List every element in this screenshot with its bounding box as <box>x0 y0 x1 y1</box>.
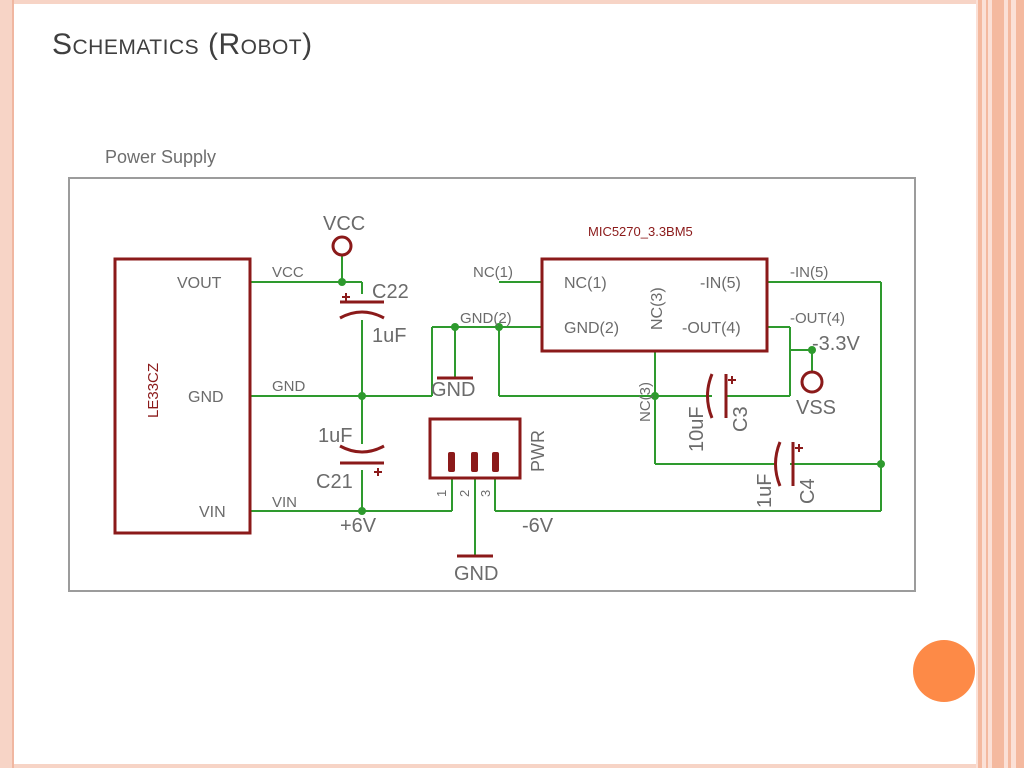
decorative-stripes <box>976 0 1024 768</box>
ldo-pin-gnd2: GND(2) <box>564 320 619 337</box>
connector-body <box>428 417 522 480</box>
connector-pin3: 3 <box>478 490 493 497</box>
schematic-title: Power Supply <box>105 147 217 167</box>
net-label-nc1: NC(1) <box>473 264 513 281</box>
regulator-pin-gnd: GND <box>188 389 224 406</box>
net-label-in5: -IN(5) <box>790 264 828 281</box>
c22-value: 1uF <box>372 325 406 347</box>
regulator-pin-vout: VOUT <box>177 275 222 292</box>
c3-value: 10uF <box>686 406 708 452</box>
vss-label: VSS <box>796 397 836 419</box>
regulator-pin-vin: VIN <box>199 504 226 521</box>
net-label-out4: -OUT(4) <box>790 310 845 327</box>
vcc-label: VCC <box>323 213 365 235</box>
schematic-frame <box>68 177 916 592</box>
ldo-pin-in5: -IN(5) <box>700 275 741 292</box>
c3-name: C3 <box>730 406 752 432</box>
vcc-symbol <box>331 235 353 257</box>
vss-symbol <box>800 370 824 394</box>
minus6v-label: -6V <box>522 515 554 537</box>
parts <box>113 235 824 558</box>
connector-pins <box>448 452 499 472</box>
regulator-name: LE33CZ <box>145 363 162 418</box>
junction-dots <box>338 278 885 515</box>
c3-plate-curved <box>706 373 714 419</box>
c4-value: 1uF <box>754 474 776 508</box>
net-label-nc3: NC(3) <box>637 382 654 422</box>
slide-title: Schematics (Robot) <box>52 28 313 61</box>
orange-circle-decoration <box>913 640 975 702</box>
polarity-marks <box>342 293 803 476</box>
c22-name: C22 <box>372 281 409 303</box>
connector-name: PWR <box>528 430 548 472</box>
slide-border-left-line <box>12 0 14 768</box>
ldo-pin-nc3: NC(3) <box>649 287 666 330</box>
connector-pin1: 1 <box>434 490 449 497</box>
regulator-body <box>113 257 252 535</box>
ldo-name: MIC5270_3.3BM5 <box>588 224 693 239</box>
connector-pin2: 2 <box>457 490 472 497</box>
ldo-pin-nc1: NC(1) <box>564 275 607 292</box>
net-label-vcc: VCC <box>272 264 304 281</box>
gnd-label-upper: GND <box>431 379 475 401</box>
wires <box>250 256 882 556</box>
slide-border-top <box>0 0 979 4</box>
slide-border-left <box>0 0 12 768</box>
minus3v3-label: -3.3V <box>812 333 860 355</box>
net-label-gnd: GND <box>272 378 306 395</box>
slide-border-bottom <box>0 764 979 768</box>
c21-name: C21 <box>316 471 353 493</box>
net-label-vin: VIN <box>272 494 297 511</box>
ldo-body <box>540 257 769 353</box>
c22-plate-curved <box>339 310 385 320</box>
c21-value: 1uF <box>318 425 352 447</box>
c4-plate-curved <box>774 441 782 487</box>
plus6v-label: +6V <box>340 515 377 537</box>
c21-plate-curved <box>339 444 385 454</box>
ldo-pin-out4: -OUT(4) <box>682 320 741 337</box>
net-label-gnd2: GND(2) <box>460 310 512 327</box>
c4-name: C4 <box>797 478 819 504</box>
gnd-label-lower: GND <box>454 563 498 585</box>
